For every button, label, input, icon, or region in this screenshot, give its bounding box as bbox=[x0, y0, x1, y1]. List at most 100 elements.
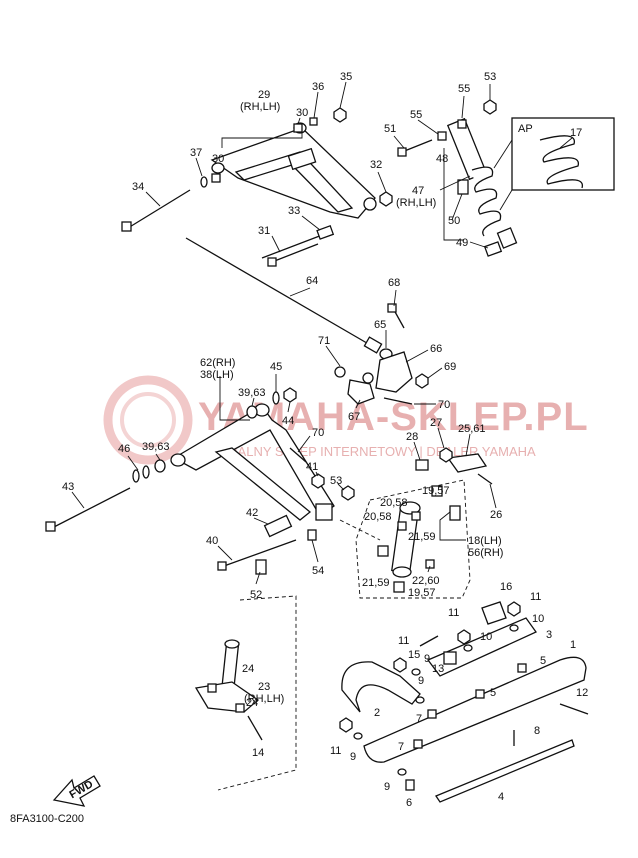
watermark-logo-inner bbox=[120, 392, 176, 448]
watermark-logo-ring bbox=[103, 375, 193, 465]
washer-9b bbox=[415, 696, 425, 704]
upper-bolt-34-head bbox=[121, 221, 132, 232]
callout-2058b: 20,58 bbox=[364, 511, 392, 523]
callout-1957a: 19,57 bbox=[422, 485, 450, 497]
callout-71: 71 bbox=[318, 335, 330, 347]
callout-68: 68 bbox=[388, 277, 400, 289]
nut-41 bbox=[311, 473, 325, 489]
upper-arm-assembly bbox=[121, 107, 393, 267]
callout-2561: 25,61 bbox=[458, 423, 486, 435]
collar-1957b bbox=[393, 581, 405, 593]
callout-47-sub: (RH,LH) bbox=[396, 197, 436, 209]
callout-5b: 5 bbox=[490, 687, 496, 699]
upper-arm-bushing-rear bbox=[211, 162, 225, 174]
nut-27 bbox=[439, 447, 453, 463]
callout-29-sub: (RH,LH) bbox=[240, 101, 280, 113]
bushing-2159a bbox=[377, 545, 389, 557]
callout-36: 36 bbox=[312, 81, 324, 93]
bolt-15 bbox=[419, 635, 439, 647]
callout-3963b: 39,63 bbox=[142, 441, 170, 453]
bolt-5a bbox=[517, 663, 527, 673]
collar-36 bbox=[309, 117, 318, 126]
bolt-26 bbox=[477, 473, 493, 485]
callout-70a: 70 bbox=[438, 399, 450, 411]
callout-69: 69 bbox=[444, 361, 456, 373]
ski-assembly bbox=[339, 601, 589, 803]
bolt-31 bbox=[271, 243, 319, 263]
callout-1: 1 bbox=[570, 639, 576, 651]
callout-37: 37 bbox=[190, 147, 202, 159]
knuckle-cap bbox=[399, 501, 421, 515]
shock-absorber-assembly: AP bbox=[397, 99, 615, 257]
callout-43: 43 bbox=[62, 481, 74, 493]
callout-54: 54 bbox=[312, 565, 324, 577]
leader-69 bbox=[427, 367, 443, 379]
ap-box-label: AP bbox=[518, 123, 533, 135]
leader-36 bbox=[313, 91, 319, 119]
callout-9a: 9 bbox=[424, 653, 430, 665]
callout-62-sub: 38(LH) bbox=[200, 369, 234, 381]
callout-1957b: 19,57 bbox=[408, 587, 436, 599]
callout-13: 13 bbox=[432, 663, 444, 675]
callout-44: 44 bbox=[282, 415, 294, 427]
callout-62: 62(RH) bbox=[200, 357, 235, 369]
nut-11b bbox=[457, 629, 471, 645]
bushing-28 bbox=[415, 459, 429, 471]
bolt-68-head bbox=[387, 303, 397, 313]
leader-43 bbox=[71, 491, 85, 509]
callout-7b: 7 bbox=[398, 741, 404, 753]
collar-30a bbox=[211, 173, 221, 183]
callout-11b: 11 bbox=[448, 607, 459, 619]
callout-42: 42 bbox=[246, 507, 258, 519]
callout-30a: 30 bbox=[212, 153, 224, 165]
knuckle-dashed-link bbox=[339, 519, 381, 541]
lower-arm-brace bbox=[214, 447, 312, 521]
leader-41 bbox=[315, 471, 319, 477]
leader-26 bbox=[489, 483, 497, 509]
callout-47: 47 bbox=[412, 185, 424, 197]
leader-2561 bbox=[465, 433, 471, 457]
leader-62 bbox=[219, 376, 250, 421]
steering-knuckle-assembly bbox=[339, 447, 493, 599]
bolt-70b bbox=[289, 447, 307, 463]
bushing-42 bbox=[263, 514, 293, 538]
spacer-54 bbox=[307, 529, 317, 541]
bolt-51 bbox=[401, 139, 433, 153]
forward-direction-indicator: FWD bbox=[52, 775, 101, 807]
lower-arm-bushing-rear bbox=[170, 453, 186, 467]
bolt-31-head bbox=[267, 257, 277, 267]
callout-18-sub: 56(RH) bbox=[468, 547, 503, 559]
callout-3963a: 39,63 bbox=[238, 387, 266, 399]
leader-3963b bbox=[155, 453, 161, 461]
spindle-cap bbox=[224, 639, 240, 649]
callout-45: 45 bbox=[270, 361, 282, 373]
callout-11c: 11 bbox=[398, 635, 409, 647]
leader-49 bbox=[469, 241, 489, 249]
leader-68 bbox=[393, 289, 397, 307]
callout-51: 51 bbox=[384, 123, 396, 135]
bushing-71a bbox=[334, 366, 346, 378]
callout-26: 26 bbox=[490, 509, 502, 521]
washer-9a bbox=[411, 668, 421, 676]
nut-11d bbox=[339, 717, 353, 733]
callout-65: 65 bbox=[374, 319, 386, 331]
callout-55a: 55 bbox=[458, 83, 470, 95]
callout-6: 6 bbox=[406, 797, 412, 809]
callout-34: 34 bbox=[132, 181, 144, 193]
pin-14 bbox=[247, 715, 263, 741]
leader-37 bbox=[195, 157, 203, 177]
washer-10b bbox=[463, 644, 473, 652]
bolt-40-head bbox=[217, 561, 227, 571]
callout-33: 33 bbox=[288, 205, 300, 217]
collar-2058b bbox=[397, 521, 407, 531]
washer-46b bbox=[142, 465, 150, 479]
bolt-52 bbox=[255, 559, 267, 575]
collar-3963b bbox=[154, 459, 166, 473]
callout-55b: 55 bbox=[410, 109, 422, 121]
spring-17 bbox=[539, 135, 583, 189]
shock-spring bbox=[471, 166, 502, 237]
bushing-71b bbox=[362, 372, 374, 384]
callout-2260: 22,60 bbox=[412, 575, 440, 587]
ski-spindle-assembly bbox=[194, 595, 297, 791]
